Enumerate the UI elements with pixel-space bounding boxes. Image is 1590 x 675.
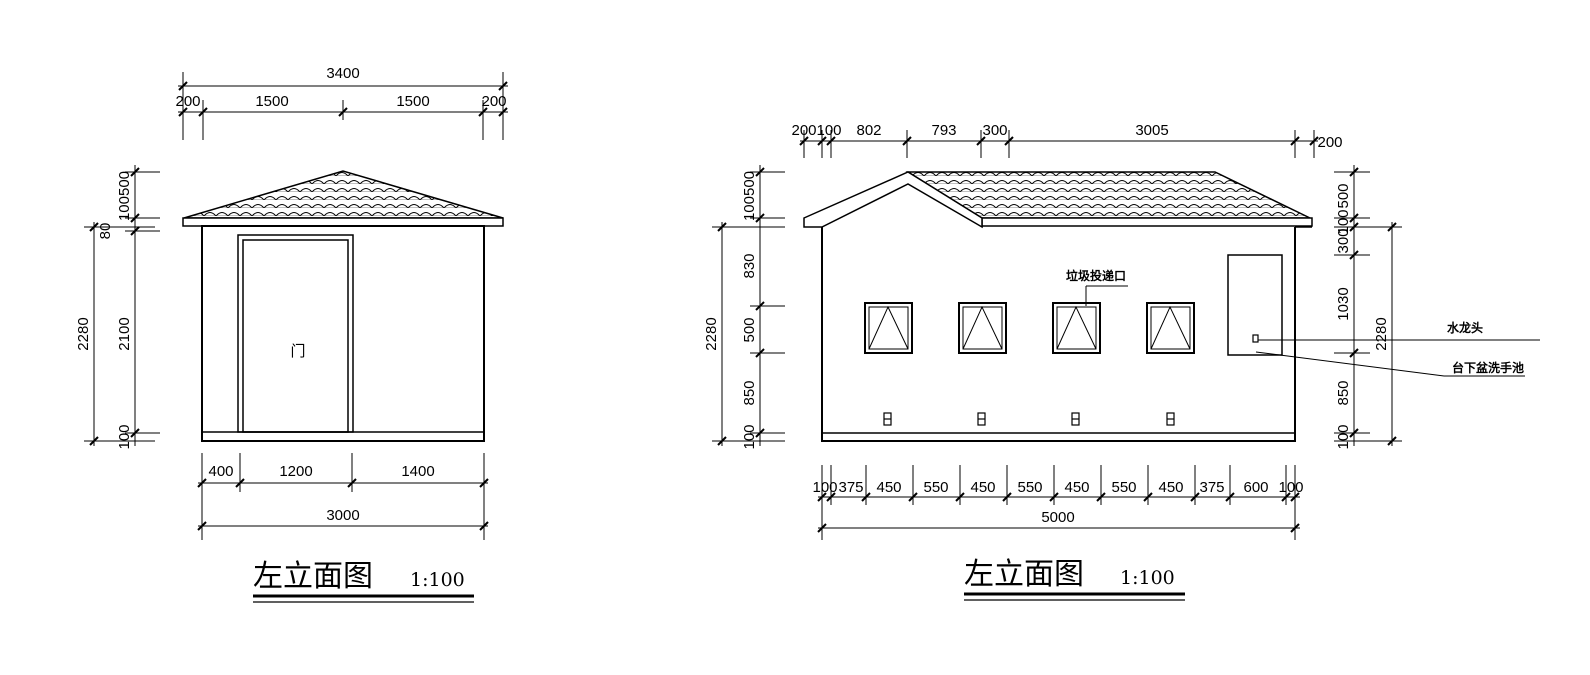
right-bottom-dim-3: 450: [876, 479, 901, 496]
right-right-total-height-dim: 2280: [1373, 317, 1390, 350]
faucet-annotation: 水龙头: [1447, 320, 1483, 335]
right-left-upper-height-dim: 830: [741, 253, 758, 278]
right-left-lower-height-dim: 850: [741, 380, 758, 405]
vent-row: [883, 412, 1175, 426]
window-1: [864, 302, 913, 354]
left-eave-height-dim: 80: [97, 223, 114, 240]
left-total-height-dim: 2280: [75, 317, 92, 350]
right-bottom-dim-11: 600: [1243, 479, 1268, 496]
right-right-mid-height-dim: 1030: [1335, 287, 1352, 320]
right-bottom-dim-4: 550: [923, 479, 948, 496]
right-overall-width-dim: 5000: [1041, 509, 1074, 526]
right-top-dim-2: 100: [816, 122, 841, 139]
right-bottom-dim-6: 550: [1017, 479, 1042, 496]
right-bottom-dim-8: 550: [1111, 479, 1136, 496]
right-bottom-dim-7: 450: [1064, 479, 1089, 496]
right-top-dim-7: 200: [1317, 134, 1342, 151]
right-view-scale: 1:100: [1120, 567, 1175, 589]
left-wall: [201, 225, 485, 442]
right-bottom-dim-1: 100: [812, 479, 837, 496]
faucet-icon: [1252, 334, 1259, 343]
window-3: [1052, 302, 1101, 354]
left-bottom-dim-1: 400: [208, 463, 233, 480]
basin-annotation: 台下盆洗手池: [1452, 360, 1524, 375]
wash-basin-niche: [1227, 254, 1283, 356]
right-left-window-height-dim: 500: [741, 317, 758, 342]
right-bottom-dim-2: 375: [838, 479, 863, 496]
left-view-title: 左立面图: [253, 559, 373, 594]
door-label: 门: [290, 343, 305, 360]
right-top-dim-5: 300: [982, 122, 1007, 139]
door: [242, 239, 349, 433]
left-top-dim-4: 200: [481, 93, 506, 110]
right-top-dim-1: 200: [791, 122, 816, 139]
right-roof-fascia: [981, 217, 1313, 227]
window-2: [958, 302, 1007, 354]
left-view-scale: 1:100: [410, 569, 465, 591]
right-bottom-dim-12: 100: [1278, 479, 1303, 496]
left-top-dim-3: 1500: [396, 93, 429, 110]
right-left-base-height-dim: 100: [741, 424, 758, 449]
right-gable: [803, 171, 983, 229]
window-4: [1146, 302, 1195, 354]
right-top-dim-3: 802: [856, 122, 881, 139]
right-elevation: 200 100 802 793 300 3005 200 2280 100500…: [703, 122, 1540, 601]
right-right-upper-height-dim: 300: [1335, 228, 1352, 253]
right-top-dim-4: 793: [931, 122, 956, 139]
left-elevation: 3400 200 1500 1500 200 2280 2100 100 100…: [75, 65, 508, 603]
right-bottom-dim-10: 375: [1199, 479, 1224, 496]
left-roof-fascia: [182, 217, 504, 227]
right-view-title: 左立面图: [964, 557, 1084, 592]
right-wall: [821, 227, 1296, 442]
right-top-dim-6: 3005: [1135, 122, 1168, 139]
vent-annotation: 垃圾投递口: [1066, 268, 1126, 283]
right-right-gap-height-dim: 100: [1335, 209, 1352, 234]
left-bottom-dim-3: 1400: [401, 463, 434, 480]
right-left-roof-height-dim: 100500: [741, 171, 758, 221]
left-roof-tiles: [183, 170, 504, 219]
right-right-base-height-dim: 100: [1335, 424, 1352, 449]
right-bottom-dim-5: 450: [970, 479, 995, 496]
right-left-total-height-dim: 2280: [703, 317, 720, 350]
left-wall-height-dim: 2100: [116, 317, 133, 350]
left-top-dim-2: 1500: [255, 93, 288, 110]
left-roof-height-dim: 100500: [116, 171, 133, 221]
left-top-dim-1: 200: [175, 93, 200, 110]
left-base-height-dim: 100: [116, 424, 133, 449]
left-body-width-dim: 3000: [326, 507, 359, 524]
left-bottom-dim-2: 1200: [279, 463, 312, 480]
right-right-roof-height-dim: 500: [1335, 183, 1352, 208]
left-overall-width-dim: 3400: [326, 65, 359, 82]
right-right-lower-height-dim: 850: [1335, 380, 1352, 405]
right-bottom-dim-9: 450: [1158, 479, 1183, 496]
